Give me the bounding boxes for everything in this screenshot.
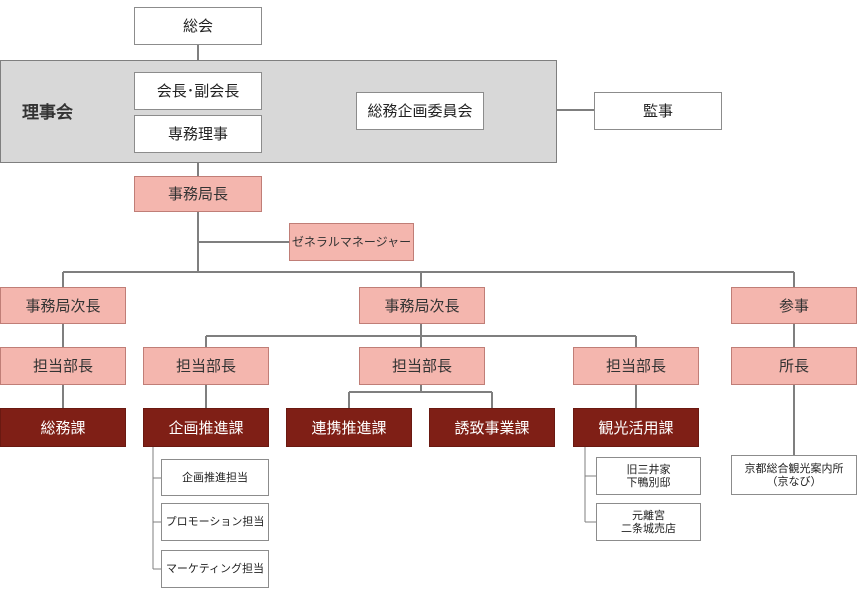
auditor-box: 監事 bbox=[594, 92, 722, 130]
planning-promotion-section-box: 企画推進課 bbox=[143, 408, 269, 447]
board-label: 理事会 bbox=[22, 103, 73, 123]
director-planning-box: 担当部長 bbox=[143, 347, 269, 385]
deputy-secretary-general-left-box: 事務局次長 bbox=[0, 287, 126, 324]
attraction-section-box: 誘致事業課 bbox=[429, 408, 555, 447]
tourism-utilization-section-box: 観光活用課 bbox=[573, 408, 699, 447]
marketing-unit-box: マーケティング担当 bbox=[161, 550, 269, 588]
director-left-box: 担当部長 bbox=[0, 347, 126, 385]
deputy-secretary-general-middle-box: 事務局次長 bbox=[359, 287, 485, 324]
office-chief-box: 所長 bbox=[731, 347, 857, 385]
mitsui-villa-unit-box: 旧三井家 下鴨別邸 bbox=[596, 457, 701, 495]
counselor-box: 参事 bbox=[731, 287, 857, 324]
managing-director-box: 専務理事 bbox=[134, 115, 262, 153]
promotion-unit-box: プロモーション担当 bbox=[161, 503, 269, 541]
general-affairs-section-box: 総務課 bbox=[0, 408, 126, 447]
general-manager-box: ゼネラルマネージャー bbox=[289, 223, 414, 261]
planning-promotion-unit-box: 企画推進担当 bbox=[161, 459, 269, 496]
coordination-section-box: 連携推進課 bbox=[286, 408, 412, 447]
planning-committee-box: 総務企画委員会 bbox=[356, 92, 484, 130]
general-assembly-box: 総会 bbox=[134, 7, 262, 45]
tourist-information-center-box: 京都総合観光案内所 （京なび） bbox=[731, 455, 857, 495]
chair-box: 会長･副会長 bbox=[134, 72, 262, 110]
director-tourism-box: 担当部長 bbox=[573, 347, 699, 385]
secretary-general-box: 事務局長 bbox=[134, 176, 262, 212]
director-coordination-box: 担当部長 bbox=[359, 347, 485, 385]
nijo-castle-shop-unit-box: 元離宮 二条城売店 bbox=[596, 503, 701, 541]
